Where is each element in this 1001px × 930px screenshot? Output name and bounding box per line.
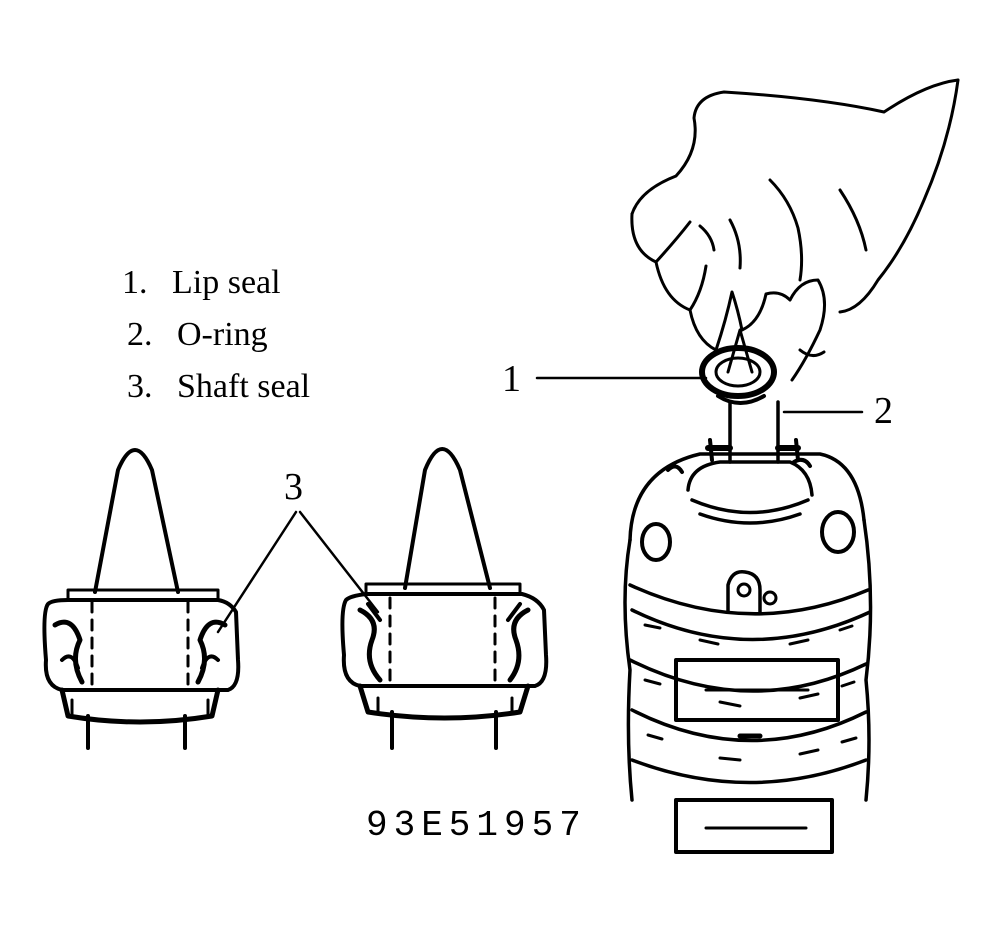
- hand: [630, 78, 960, 382]
- legend-number: 3.: [127, 368, 153, 405]
- lip-seal-tool: [699, 328, 777, 405]
- seal-installer-left: [42, 448, 241, 750]
- seal-installer-right: [340, 447, 549, 750]
- callout-1: 1: [502, 358, 521, 400]
- legend-item-o-ring: 2. O-ring: [127, 318, 268, 352]
- leader-lines-1-2: [535, 376, 864, 414]
- leader-lines-3: [216, 510, 380, 634]
- figure-code: 93E51957: [366, 805, 587, 846]
- callout-2: 2: [874, 390, 893, 432]
- legend-item-shaft-seal: 3. Shaft seal: [127, 370, 310, 404]
- legend-label: O-ring: [177, 316, 268, 353]
- callout-3: 3: [284, 466, 303, 508]
- compressor-shaft: [705, 400, 801, 464]
- compressor-body: [623, 452, 873, 854]
- legend-label: Shaft seal: [177, 368, 311, 405]
- legend-label: Lip seal: [172, 264, 281, 301]
- legend-number: 1.: [122, 264, 148, 301]
- legend-number: 2.: [127, 316, 153, 353]
- legend-item-lip-seal: 1. Lip seal: [122, 266, 281, 300]
